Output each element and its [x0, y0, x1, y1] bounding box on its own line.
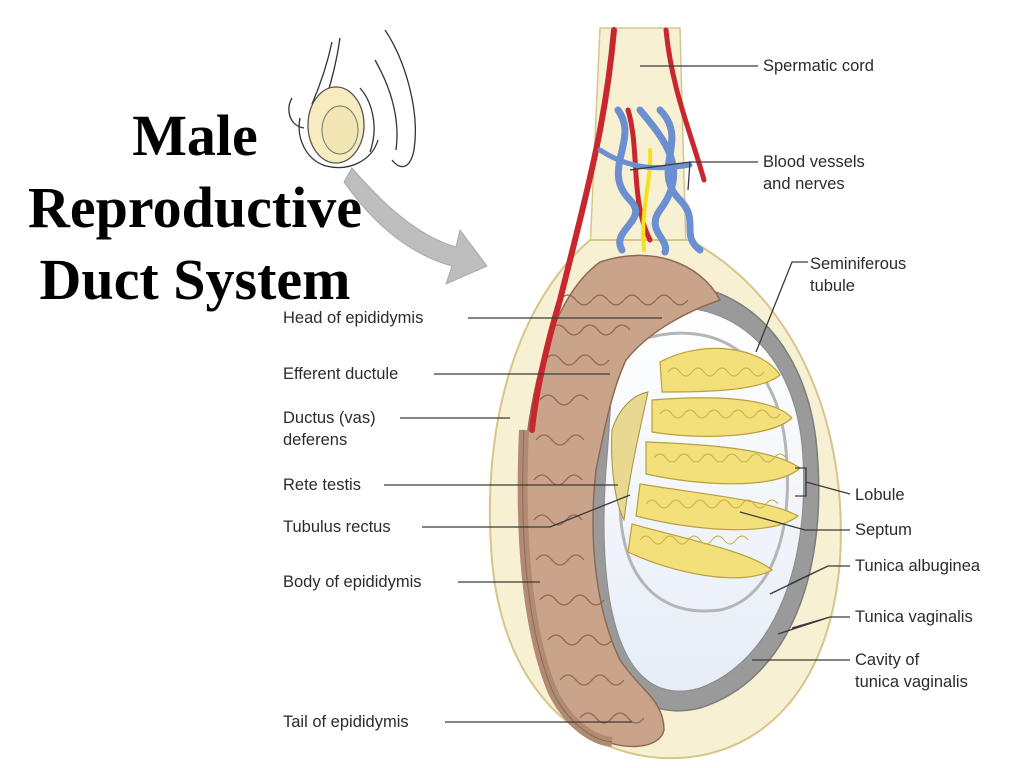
leader-tunica-albuginea [769, 565, 850, 595]
label-cavity-line-1: Cavity of [855, 651, 920, 669]
title-line-1: Male [132, 103, 258, 168]
leader-septum [739, 511, 850, 531]
label-body-of-epididymis: Body of epididymis [283, 573, 422, 591]
label-tunica-albuginea: Tunica albuginea [855, 557, 981, 575]
tunica-albuginea-line [618, 331, 789, 613]
leader-tubulus-rectus [422, 494, 631, 528]
pointer-arrow [343, 167, 488, 285]
label-septum: Septum [855, 521, 912, 539]
label-lobule: Lobule [855, 486, 905, 504]
label-ductus-deferens-line-2: deferens [283, 431, 348, 449]
label-cavity-of-tunica-vaginalis: Cavity of tunica vaginalis [855, 649, 968, 693]
label-head-of-epididymis: Head of epididymis [283, 309, 424, 327]
seminiferous-lobules [627, 347, 801, 579]
leader-seminiferous-tubule [755, 261, 808, 353]
leader-blood-vessels [629, 161, 758, 191]
label-tail-of-epididymis: Tail of epididymis [283, 713, 409, 731]
leader-lobule [795, 467, 851, 497]
leader-lines [384, 65, 851, 723]
label-blood-vessels-line-2: and nerves [763, 175, 845, 193]
label-ductus-deferens: Ductus (vas) deferens [283, 407, 376, 451]
label-seminiferous-line-1: Seminiferous [810, 255, 907, 273]
label-blood-vessels-and-nerves: Blood vessels and nerves [763, 151, 865, 195]
label-tubulus-rectus: Tubulus rectus [283, 518, 391, 536]
label-cavity-line-2: tunica vaginalis [855, 673, 968, 691]
leader-tunica-vaginalis [777, 616, 850, 635]
label-seminiferous-tubule: Seminiferous tubule [810, 253, 906, 297]
title-line-2: Reproductive [27, 175, 362, 240]
label-spermatic-cord: Spermatic cord [763, 57, 874, 75]
title-line-3: Duct System [39, 247, 351, 312]
label-blood-vessels-line-1: Blood vessels [763, 153, 865, 171]
label-seminiferous-line-2: tubule [810, 277, 855, 295]
locator-sketch [288, 29, 416, 169]
label-efferent-ductule: Efferent ductule [283, 365, 399, 383]
slide-title: Male Reproductive Duct System [0, 100, 390, 316]
label-tunica-vaginalis: Tunica vaginalis [855, 608, 973, 626]
epididymis-coils [533, 294, 689, 724]
label-rete-testis: Rete testis [283, 476, 361, 494]
blood-vessels-and-nerves [529, 27, 707, 433]
label-ductus-deferens-line-1: Ductus (vas) [283, 409, 376, 427]
